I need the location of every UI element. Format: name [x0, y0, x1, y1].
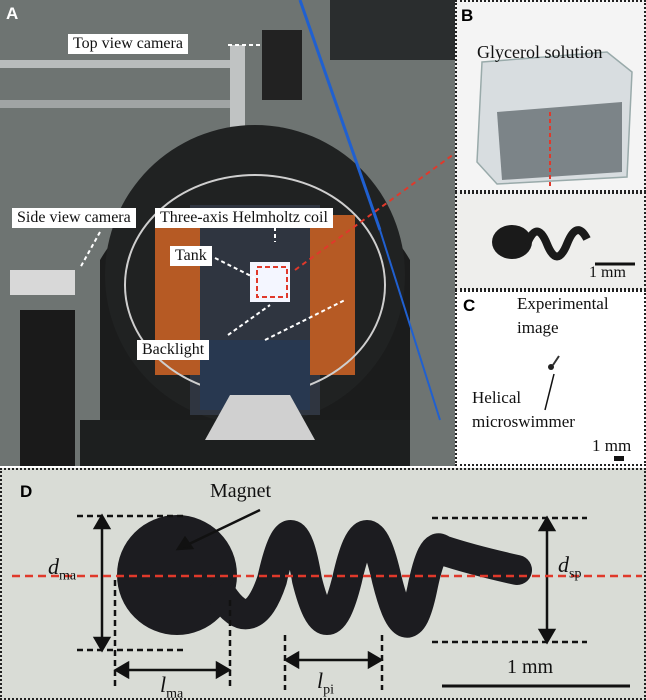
l-ma-symbol: l [160, 672, 167, 697]
l-pi-subscript: pi [323, 682, 335, 698]
d-sp-symbol: d [558, 552, 569, 577]
tag-tank: Tank [170, 246, 212, 266]
panel-a-photo: A Top view camera Three-axis Helmholtz c… [0, 0, 455, 466]
panel-a-label: A [6, 4, 19, 23]
image-label: image [517, 318, 559, 337]
helmholtz-setup-illustration [0, 0, 455, 466]
tag-backlight: Backlight [137, 340, 210, 360]
panel-d-label: D [20, 482, 33, 501]
glycerol-tank-illustration [476, 51, 633, 187]
panel-c-label: C [463, 296, 476, 315]
experimental-image-marks [544, 355, 624, 461]
experimental-label: Experimental [517, 294, 609, 313]
panel-b-microswimmer: 1 mm [455, 192, 646, 290]
microswimmer-photo [492, 225, 635, 266]
microswimmer-geometry-diagram [12, 508, 642, 690]
panel-b-tank: B Glycerol solution [455, 0, 646, 192]
l-pi-symbol: l [317, 668, 324, 693]
l-ma-subscript: ma [166, 686, 184, 700]
panel-c-experimental: C Experimental image Helical microswimme… [455, 290, 646, 466]
panel-b-scale-label: 1 mm [589, 264, 626, 281]
tag-helmholtz-coil: Three-axis Helmholtz coil [155, 208, 333, 228]
d-ma-label: dma [48, 554, 76, 584]
l-ma-label: lma [160, 672, 184, 700]
d-ma-subscript: ma [59, 568, 77, 584]
panel-d-geometry: D Magnet dma dsp lma lpi 1 mm [0, 468, 646, 700]
panel-d-scale-label: 1 mm [507, 656, 554, 678]
helical-label: Helical [472, 388, 522, 407]
panel-c-scale-label: 1 mm [592, 436, 632, 455]
l-pi-label: lpi [317, 668, 334, 698]
glycerol-solution-label: Glycerol solution [477, 42, 603, 62]
magnet-label: Magnet [210, 480, 272, 502]
d-sp-subscript: sp [569, 566, 582, 582]
d-sp-label: dsp [558, 552, 581, 582]
microswimmer-label: microswimmer [472, 412, 575, 431]
d-ma-symbol: d [48, 554, 59, 579]
panel-b-label: B [461, 6, 474, 25]
tag-top-view-camera: Top view camera [68, 34, 188, 54]
tag-side-view-camera: Side view camera [12, 208, 136, 228]
